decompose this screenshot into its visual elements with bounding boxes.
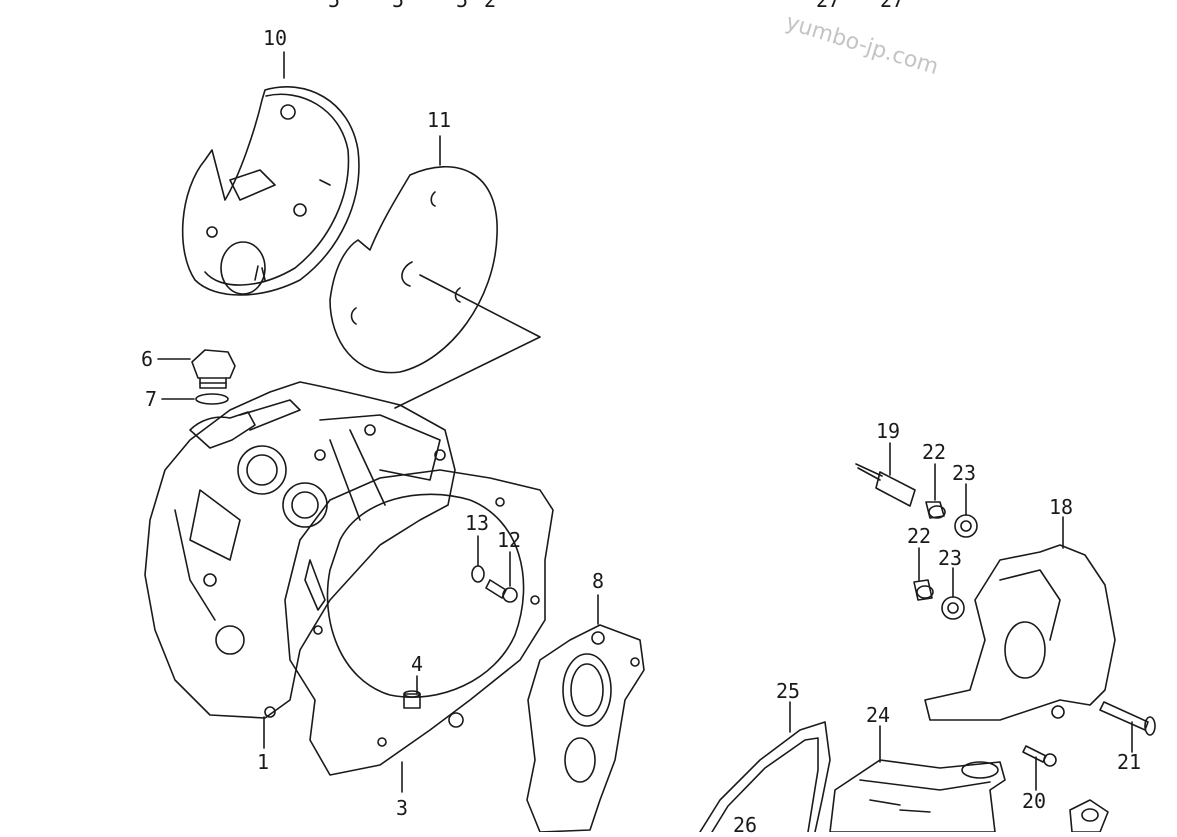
callout-23-upper: 23 bbox=[952, 461, 977, 485]
part-8-plate bbox=[526, 624, 645, 832]
callout-3: 3 bbox=[396, 796, 409, 820]
leader-line bbox=[394, 274, 541, 409]
callout-13: 13 bbox=[465, 511, 490, 535]
part-22-collar-lower bbox=[913, 579, 934, 601]
callout-10: 10 bbox=[263, 26, 288, 50]
top-edge-label: 27 bbox=[880, 0, 905, 12]
callout-26: 26 bbox=[733, 813, 758, 837]
top-edge-label: 5 bbox=[456, 0, 469, 12]
part-24-housing bbox=[829, 759, 1006, 832]
part-11-gasket-sheet bbox=[329, 166, 498, 374]
callout-12: 12 bbox=[497, 528, 522, 552]
callout-6: 6 bbox=[141, 347, 154, 371]
callout-19: 19 bbox=[876, 419, 901, 443]
top-edge-label: 5 bbox=[392, 0, 405, 12]
part-21-long-bolt bbox=[1099, 701, 1156, 736]
callout-4: 4 bbox=[411, 652, 424, 676]
top-edge-label: 5 bbox=[328, 0, 341, 12]
callout-8: 8 bbox=[592, 569, 605, 593]
part-26-fitting bbox=[1069, 799, 1109, 832]
part-10-cover-plate bbox=[181, 86, 360, 296]
part-6-filler-cap bbox=[191, 349, 236, 389]
part-18-cover-guard bbox=[924, 544, 1116, 721]
callout-22-lower: 22 bbox=[907, 524, 932, 548]
callout-24: 24 bbox=[866, 703, 891, 727]
part-19-stud bbox=[855, 463, 916, 507]
callout-18: 18 bbox=[1049, 495, 1074, 519]
callout-1: 1 bbox=[257, 750, 270, 774]
callout-11: 11 bbox=[427, 108, 452, 132]
part-23-grommet-upper bbox=[954, 514, 978, 538]
part-20-small-bolt bbox=[1022, 745, 1057, 767]
part-1-crankcase-cover bbox=[144, 381, 456, 719]
callout-22-upper: 22 bbox=[922, 440, 947, 464]
callout-21: 21 bbox=[1117, 750, 1142, 774]
top-edge-label: 27 bbox=[816, 0, 841, 12]
callout-25: 25 bbox=[776, 679, 801, 703]
part-13-washer bbox=[471, 565, 485, 583]
part-3-cover-gasket bbox=[284, 469, 554, 776]
part-23-grommet-lower bbox=[941, 596, 965, 620]
callout-23-lower: 23 bbox=[938, 546, 963, 570]
part-25-gasket bbox=[699, 721, 831, 832]
callout-20: 20 bbox=[1022, 789, 1047, 813]
top-edge-label: 2 bbox=[484, 0, 497, 12]
part-12-bolt bbox=[485, 579, 518, 603]
part-4-dowel-pin bbox=[403, 690, 421, 709]
part-22-collar-upper bbox=[925, 501, 946, 519]
callout-7: 7 bbox=[145, 387, 158, 411]
part-7-o-ring bbox=[195, 393, 229, 405]
